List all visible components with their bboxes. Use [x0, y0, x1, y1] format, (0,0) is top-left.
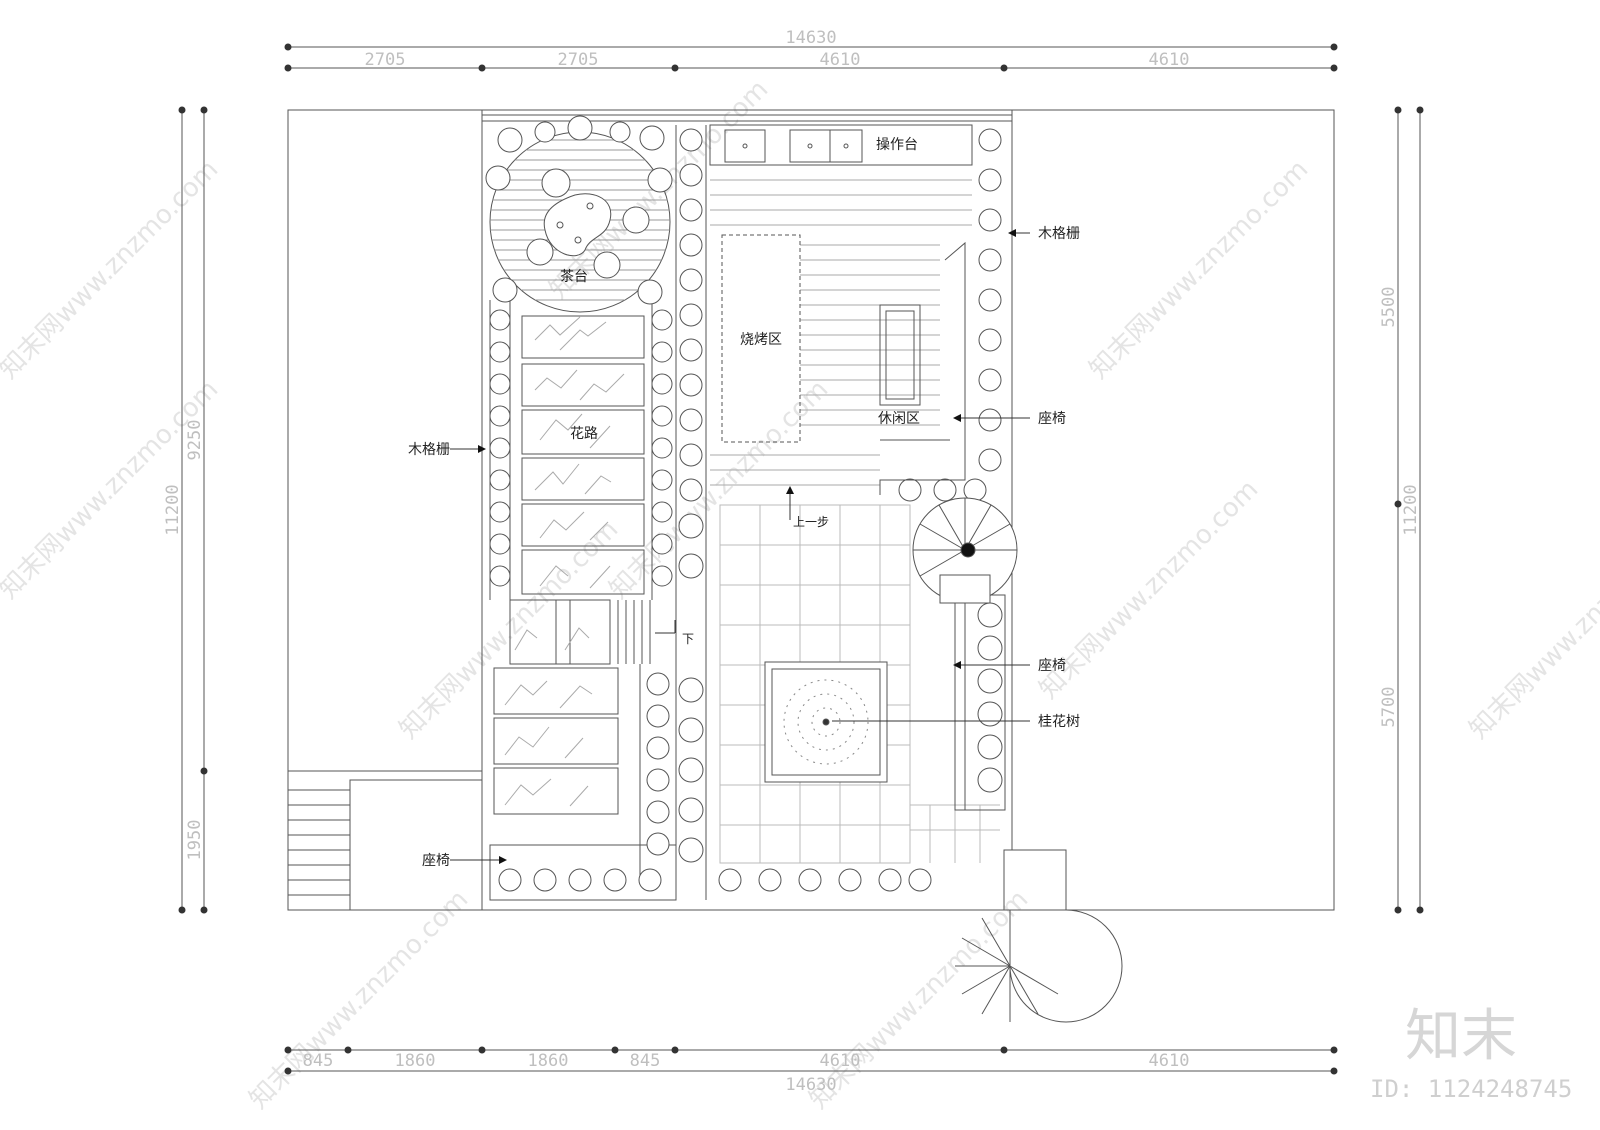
dim-bottom-part: 4610: [820, 1051, 861, 1071]
label-flower-path: 花路: [570, 426, 598, 442]
dim-right-part: 5500: [1379, 287, 1399, 328]
bbq-deck: [709, 124, 973, 495]
spiral-stair-upper: [912, 497, 1018, 604]
down-steps: [609, 600, 651, 664]
brand-logo: 知末: [1405, 1004, 1517, 1069]
shrubs: [485, 115, 1003, 892]
dim-left-part: 9250: [185, 420, 205, 461]
label-bench-left: 座椅: [422, 853, 450, 869]
dim-bottom-part: 845: [303, 1051, 334, 1071]
dim-top-part: 2705: [365, 50, 406, 70]
dim-top-part: 4610: [1149, 50, 1190, 70]
left-stair-treads: [288, 789, 350, 896]
dimension-lines: [181, 46, 1421, 1072]
lower-terrace: [719, 504, 1000, 864]
dim-left-total: 11200: [163, 484, 183, 535]
dim-top-part: 2705: [558, 50, 599, 70]
dim-top-total: 14630: [785, 28, 836, 48]
dim-bottom-part: 1860: [395, 1051, 436, 1071]
flower-path: [493, 315, 651, 815]
osmanthus-tree: [764, 661, 888, 783]
dimension-dots: [178, 43, 1424, 1075]
label-bbq-area: 烧烤区: [740, 332, 782, 348]
label-step-up: 上一步: [793, 515, 829, 529]
spiral-stair-lower: [955, 909, 1123, 1023]
label-wood-lattice-left: 木格栅: [408, 442, 450, 458]
label-bench-right-top: 座椅: [1038, 411, 1066, 427]
watermark-text: 知末网www.znzmo.com: [0, 154, 224, 385]
label-wood-lattice-right: 木格栅: [1038, 226, 1080, 242]
label-osmanthus-tree: 桂花树: [1038, 714, 1080, 730]
watermark-text: 知末网www.znzmo.com: [804, 884, 1035, 1115]
dim-right-part: 5700: [1379, 687, 1399, 728]
site-outline: [287, 109, 1335, 911]
dim-bottom-total: 14630: [785, 1075, 836, 1095]
watermark-text: 知末网www.znzmo.com: [0, 374, 224, 605]
dim-bottom-part: 1860: [528, 1051, 569, 1071]
label-tea-table: 茶台: [560, 269, 588, 285]
label-leisure-area: 休闲区: [878, 411, 920, 427]
dim-top-part: 4610: [820, 50, 861, 70]
dim-bottom-part: 845: [630, 1051, 661, 1071]
dim-left-part: 1950: [185, 820, 205, 861]
watermark-text: 知末网www.znzmo.com: [244, 884, 475, 1115]
dim-bottom-part: 4610: [1149, 1051, 1190, 1071]
watermark-text: 知末网www.znzmo.com: [1034, 474, 1265, 705]
arrow-heads: [478, 229, 1016, 864]
dim-right-total: 11200: [1401, 484, 1421, 535]
watermark-text: 知末网www.znzmo.com: [1464, 514, 1600, 745]
label-bench-right-mid: 座椅: [1038, 658, 1066, 674]
watermark-text: 知末网www.znzmo.com: [1084, 154, 1315, 385]
image-id: ID: 1124248745: [1370, 1075, 1572, 1103]
label-step-down: 下: [682, 632, 694, 646]
label-counter: 操作台: [876, 137, 918, 153]
